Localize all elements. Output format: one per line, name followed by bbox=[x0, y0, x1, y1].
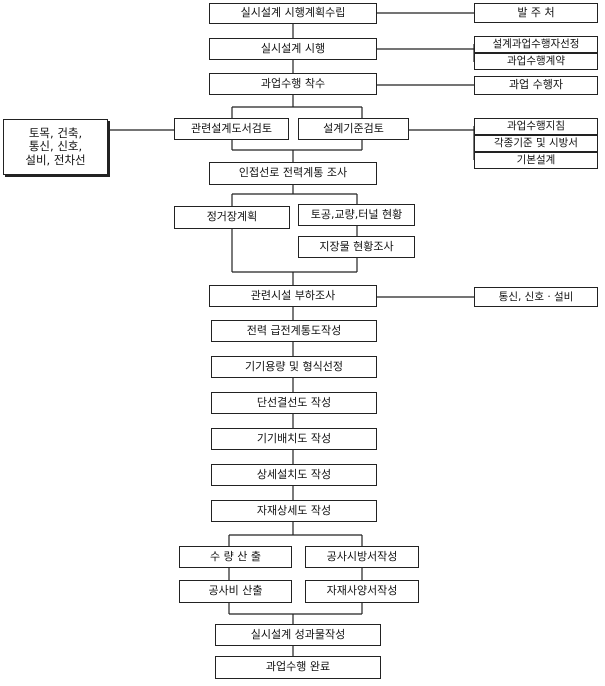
side-contractor-selection: 설계과업수행자선정 bbox=[474, 36, 598, 53]
step-construction-spec: 공사시방서작성 bbox=[305, 546, 419, 568]
step-material-spec: 자재사양서작성 bbox=[305, 580, 419, 603]
side-contractor: 과업 수행자 bbox=[474, 76, 598, 95]
step-detailed-installation: 상세설치도 작성 bbox=[211, 464, 377, 486]
step-equipment-layout: 기기배치도 작성 bbox=[211, 428, 377, 450]
step-construction-cost: 공사비 산출 bbox=[179, 580, 292, 603]
step-quantity-calc: 수 량 산 출 bbox=[179, 546, 292, 568]
side-disciplines-line-1: 토목, 건축, bbox=[28, 126, 83, 141]
side-task-guideline: 과업수행지침 bbox=[474, 118, 598, 135]
step-facility-load-survey: 관련시설 부하조사 bbox=[209, 285, 377, 307]
side-contract: 과업수행계약 bbox=[474, 53, 598, 70]
step-review-design-docs: 관련설계도서검토 bbox=[174, 118, 289, 140]
step-station-plan: 정거장계획 bbox=[174, 206, 290, 229]
side-client: 발 주 처 bbox=[474, 3, 598, 23]
step-design-plan: 실시설계 시행계획수립 bbox=[209, 3, 377, 24]
step-material-detail: 자재상세도 작성 bbox=[211, 500, 377, 522]
step-obstruction-survey: 지장물 현황조사 bbox=[298, 236, 415, 258]
step-design-deliverables: 실시설계 성과물작성 bbox=[215, 624, 381, 646]
step-power-system-survey: 인접선로 전력계통 조사 bbox=[209, 162, 377, 185]
step-task-start: 과업수행 착수 bbox=[209, 73, 377, 95]
side-disciplines-line-3: 설비, 전차선 bbox=[25, 152, 86, 167]
side-telecom-signal-facility: 통신, 신호 · 설비 bbox=[474, 287, 598, 307]
side-basic-design: 기본설계 bbox=[474, 152, 598, 169]
side-standards-specs: 각종기준 및 시방서 bbox=[474, 135, 598, 152]
step-review-design-standards: 설계기준검토 bbox=[298, 118, 409, 140]
step-power-feeding-diagram: 전력 급전계통도작성 bbox=[211, 320, 377, 342]
step-earthwork-bridge-tunnel: 토공,교량,터널 현황 bbox=[298, 204, 415, 226]
step-design-execution: 실시설계 시행 bbox=[209, 38, 377, 60]
side-disciplines-line-2: 통신, 신호, bbox=[28, 139, 83, 154]
step-task-complete: 과업수행 완료 bbox=[215, 656, 381, 679]
step-single-line-diagram: 단선결선도 작성 bbox=[211, 392, 377, 414]
side-disciplines: 토목, 건축, 통신, 신호, 설비, 전차선 bbox=[3, 119, 108, 175]
step-equipment-capacity: 기기용량 및 형식선정 bbox=[211, 356, 377, 378]
